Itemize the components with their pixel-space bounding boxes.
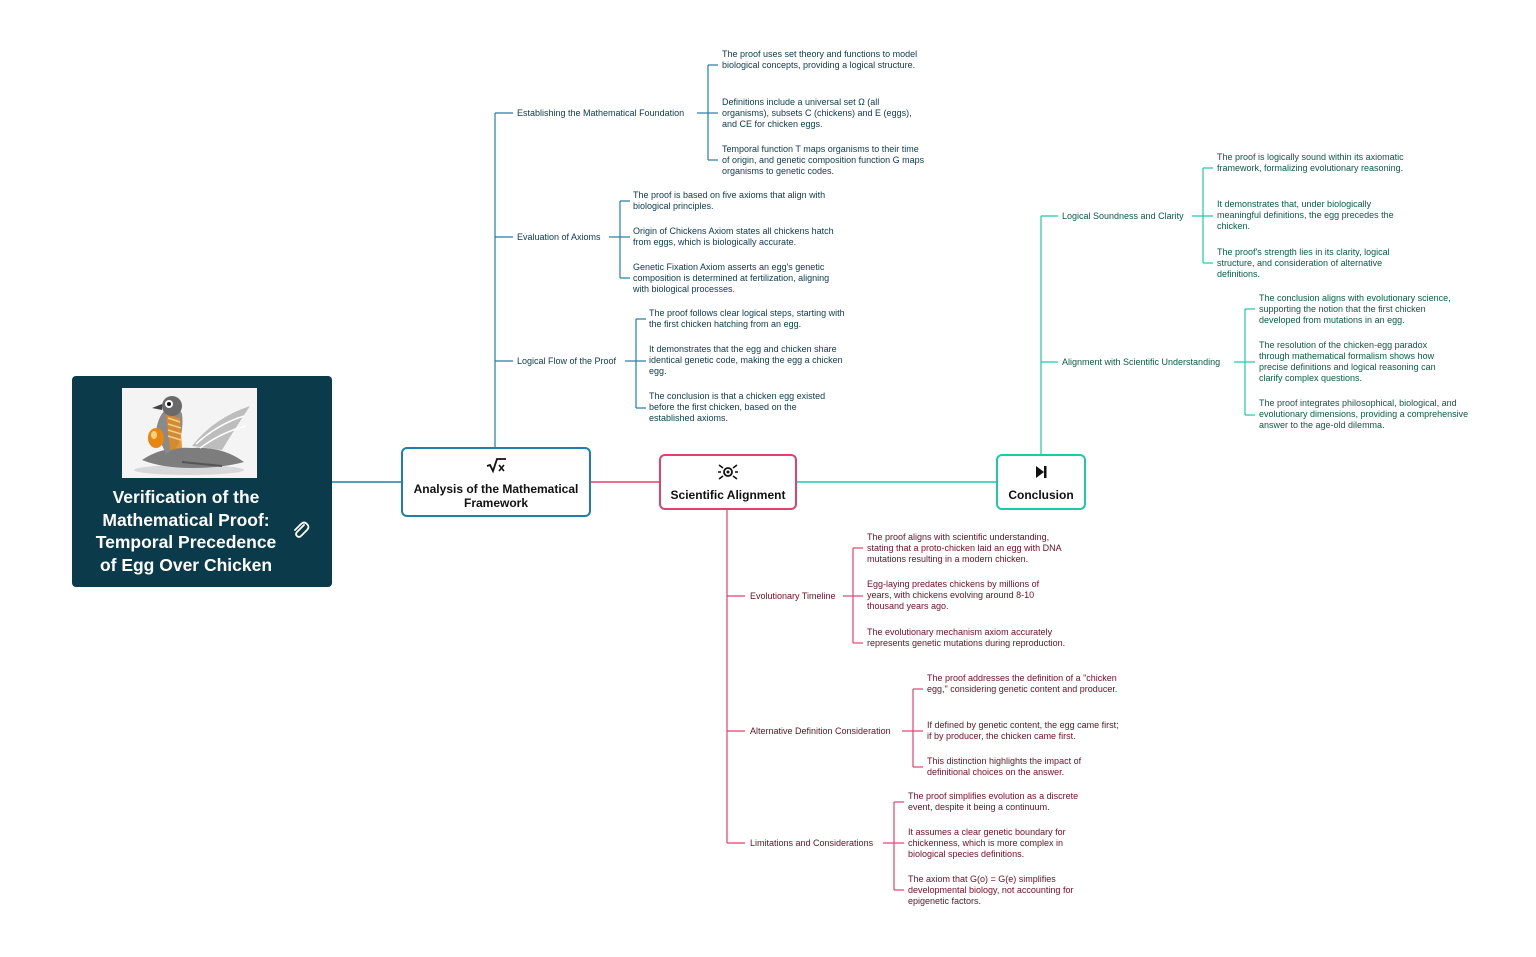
leaf-axioms-2[interactable]: Origin of Chickens Axiom states all chic… <box>633 226 834 247</box>
leaf-foundation-1[interactable]: The proof uses set theory and functions … <box>722 49 918 70</box>
subtopic-alternative-definition[interactable]: Alternative Definition Consideration <box>750 726 891 736</box>
leaf-limitations-1[interactable]: The proof simplifies evolution as a disc… <box>908 791 1079 812</box>
subtopic-logical-flow[interactable]: Logical Flow of the Proof <box>517 356 617 366</box>
subtopic-evolutionary-timeline[interactable]: Evolutionary Timeline <box>750 591 836 601</box>
chicken-egg-illustration <box>122 388 257 478</box>
microscope-icon <box>661 463 795 481</box>
leaf-timeline-3[interactable]: The evolutionary mechanism axiom accurat… <box>867 627 1066 648</box>
topic-alignment[interactable]: Scientific Alignment <box>659 454 797 510</box>
subtopic-limitations[interactable]: Limitations and Considerations <box>750 838 874 848</box>
topic-conclusion[interactable]: Conclusion <box>996 454 1086 510</box>
leaf-understanding-1[interactable]: The conclusion aligns with evolutionary … <box>1259 293 1451 325</box>
leaf-foundation-2[interactable]: Definitions include a universal set Ω (a… <box>722 97 912 129</box>
leaf-foundation-3[interactable]: Temporal function T maps organisms to th… <box>722 144 925 176</box>
paperclip-icon[interactable] <box>290 520 312 542</box>
alignment-connectors <box>726 509 923 891</box>
subtopic-mathematical-foundation[interactable]: Establishing the Mathematical Foundation <box>517 108 685 118</box>
subtopic-scientific-understanding[interactable]: Alignment with Scientific Understanding <box>1062 357 1221 367</box>
leaf-definition-3[interactable]: This distinction highlights the impact o… <box>927 756 1082 777</box>
topic-analysis-label: Analysis of the Mathematical Framework <box>413 482 579 510</box>
leaf-soundness-1[interactable]: The proof is logically sound within its … <box>1217 152 1404 173</box>
leaf-limitations-3[interactable]: The axiom that G(o) = G(e) simplifies de… <box>908 874 1074 906</box>
topic-analysis[interactable]: Analysis of the Mathematical Framework <box>401 447 591 517</box>
topic-alignment-label: Scientific Alignment <box>670 488 786 502</box>
leaf-axioms-3[interactable]: Genetic Fixation Axiom asserts an egg's … <box>633 262 830 294</box>
root-title: Verification of the Mathematical Proof: … <box>95 487 277 575</box>
skip-forward-icon <box>998 463 1084 481</box>
leaf-understanding-3[interactable]: The proof integrates philosophical, biol… <box>1259 398 1469 430</box>
analysis-connectors <box>494 64 718 447</box>
leaf-understanding-2[interactable]: The resolution of the chicken-egg parado… <box>1259 340 1436 383</box>
leaf-soundness-2[interactable]: It demonstrates that, under biologically… <box>1217 199 1394 231</box>
leaf-flow-3[interactable]: The conclusion is that a chicken egg exi… <box>649 391 826 423</box>
leaf-limitations-2[interactable]: It assumes a clear genetic boundary for … <box>908 827 1066 859</box>
leaf-flow-1[interactable]: The proof follows clear logical steps, s… <box>649 308 845 329</box>
conclusion-connectors <box>1040 167 1255 455</box>
leaf-flow-2[interactable]: It demonstrates that the egg and chicken… <box>649 344 843 376</box>
leaf-soundness-3[interactable]: The proof's strength lies in its clarity… <box>1217 247 1390 279</box>
square-root-icon <box>403 456 589 474</box>
root-topic[interactable]: Verification of the Mathematical Proof: … <box>72 376 332 587</box>
subtopic-logical-soundness[interactable]: Logical Soundness and Clarity <box>1062 211 1184 221</box>
leaf-definition-1[interactable]: The proof addresses the definition of a … <box>927 673 1118 694</box>
leaf-axioms-1[interactable]: The proof is based on five axioms that a… <box>633 190 826 211</box>
leaf-timeline-1[interactable]: The proof aligns with scientific underst… <box>867 532 1062 564</box>
topic-conclusion-label: Conclusion <box>1008 488 1074 502</box>
leaf-definition-2[interactable]: If defined by genetic content, the egg c… <box>927 720 1119 741</box>
leaf-timeline-2[interactable]: Egg-laying predates chickens by millions… <box>867 579 1040 611</box>
subtopic-evaluation-of-axioms[interactable]: Evaluation of Axioms <box>517 232 601 242</box>
